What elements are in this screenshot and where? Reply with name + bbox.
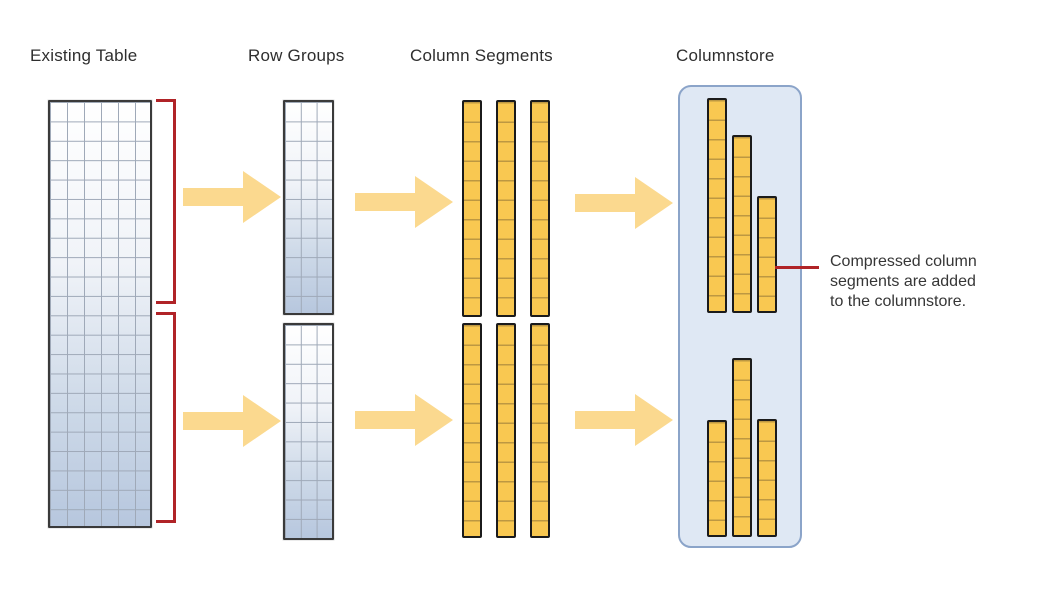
row-groups-label: Row Groups [248,46,345,65]
row-group-bracket-top-icon [156,99,176,304]
arrow-right-icon [355,176,453,228]
compressed-segment [732,358,752,537]
column-segment [496,100,516,317]
columnstore-label: Columnstore [676,46,775,65]
annotation-text: Compressed column segments are added to … [830,253,977,310]
existing-table-grid [48,100,152,528]
compressed-segment [732,135,752,313]
existing-table-label: Existing Table [30,46,138,65]
arrow-right-icon [575,394,673,446]
callout-leader-line-icon [775,266,819,269]
column-segment [462,100,482,317]
arrow-right-icon [355,394,453,446]
arrow-right-icon [575,177,673,229]
column-segment [496,323,516,538]
compressed-segment [757,196,777,313]
compressed-segment [757,419,777,537]
column-segment [462,323,482,538]
column-segment [530,323,550,538]
row-group-bracket-bottom-icon [156,312,176,523]
column-segment [530,100,550,317]
row-group-2-grid [283,323,334,540]
compressed-segment [707,98,727,313]
arrow-right-icon [183,395,281,447]
column-segments-label: Column Segments [410,46,553,65]
row-group-1-grid [283,100,334,315]
compressed-segment [707,420,727,537]
arrow-right-icon [183,171,281,223]
